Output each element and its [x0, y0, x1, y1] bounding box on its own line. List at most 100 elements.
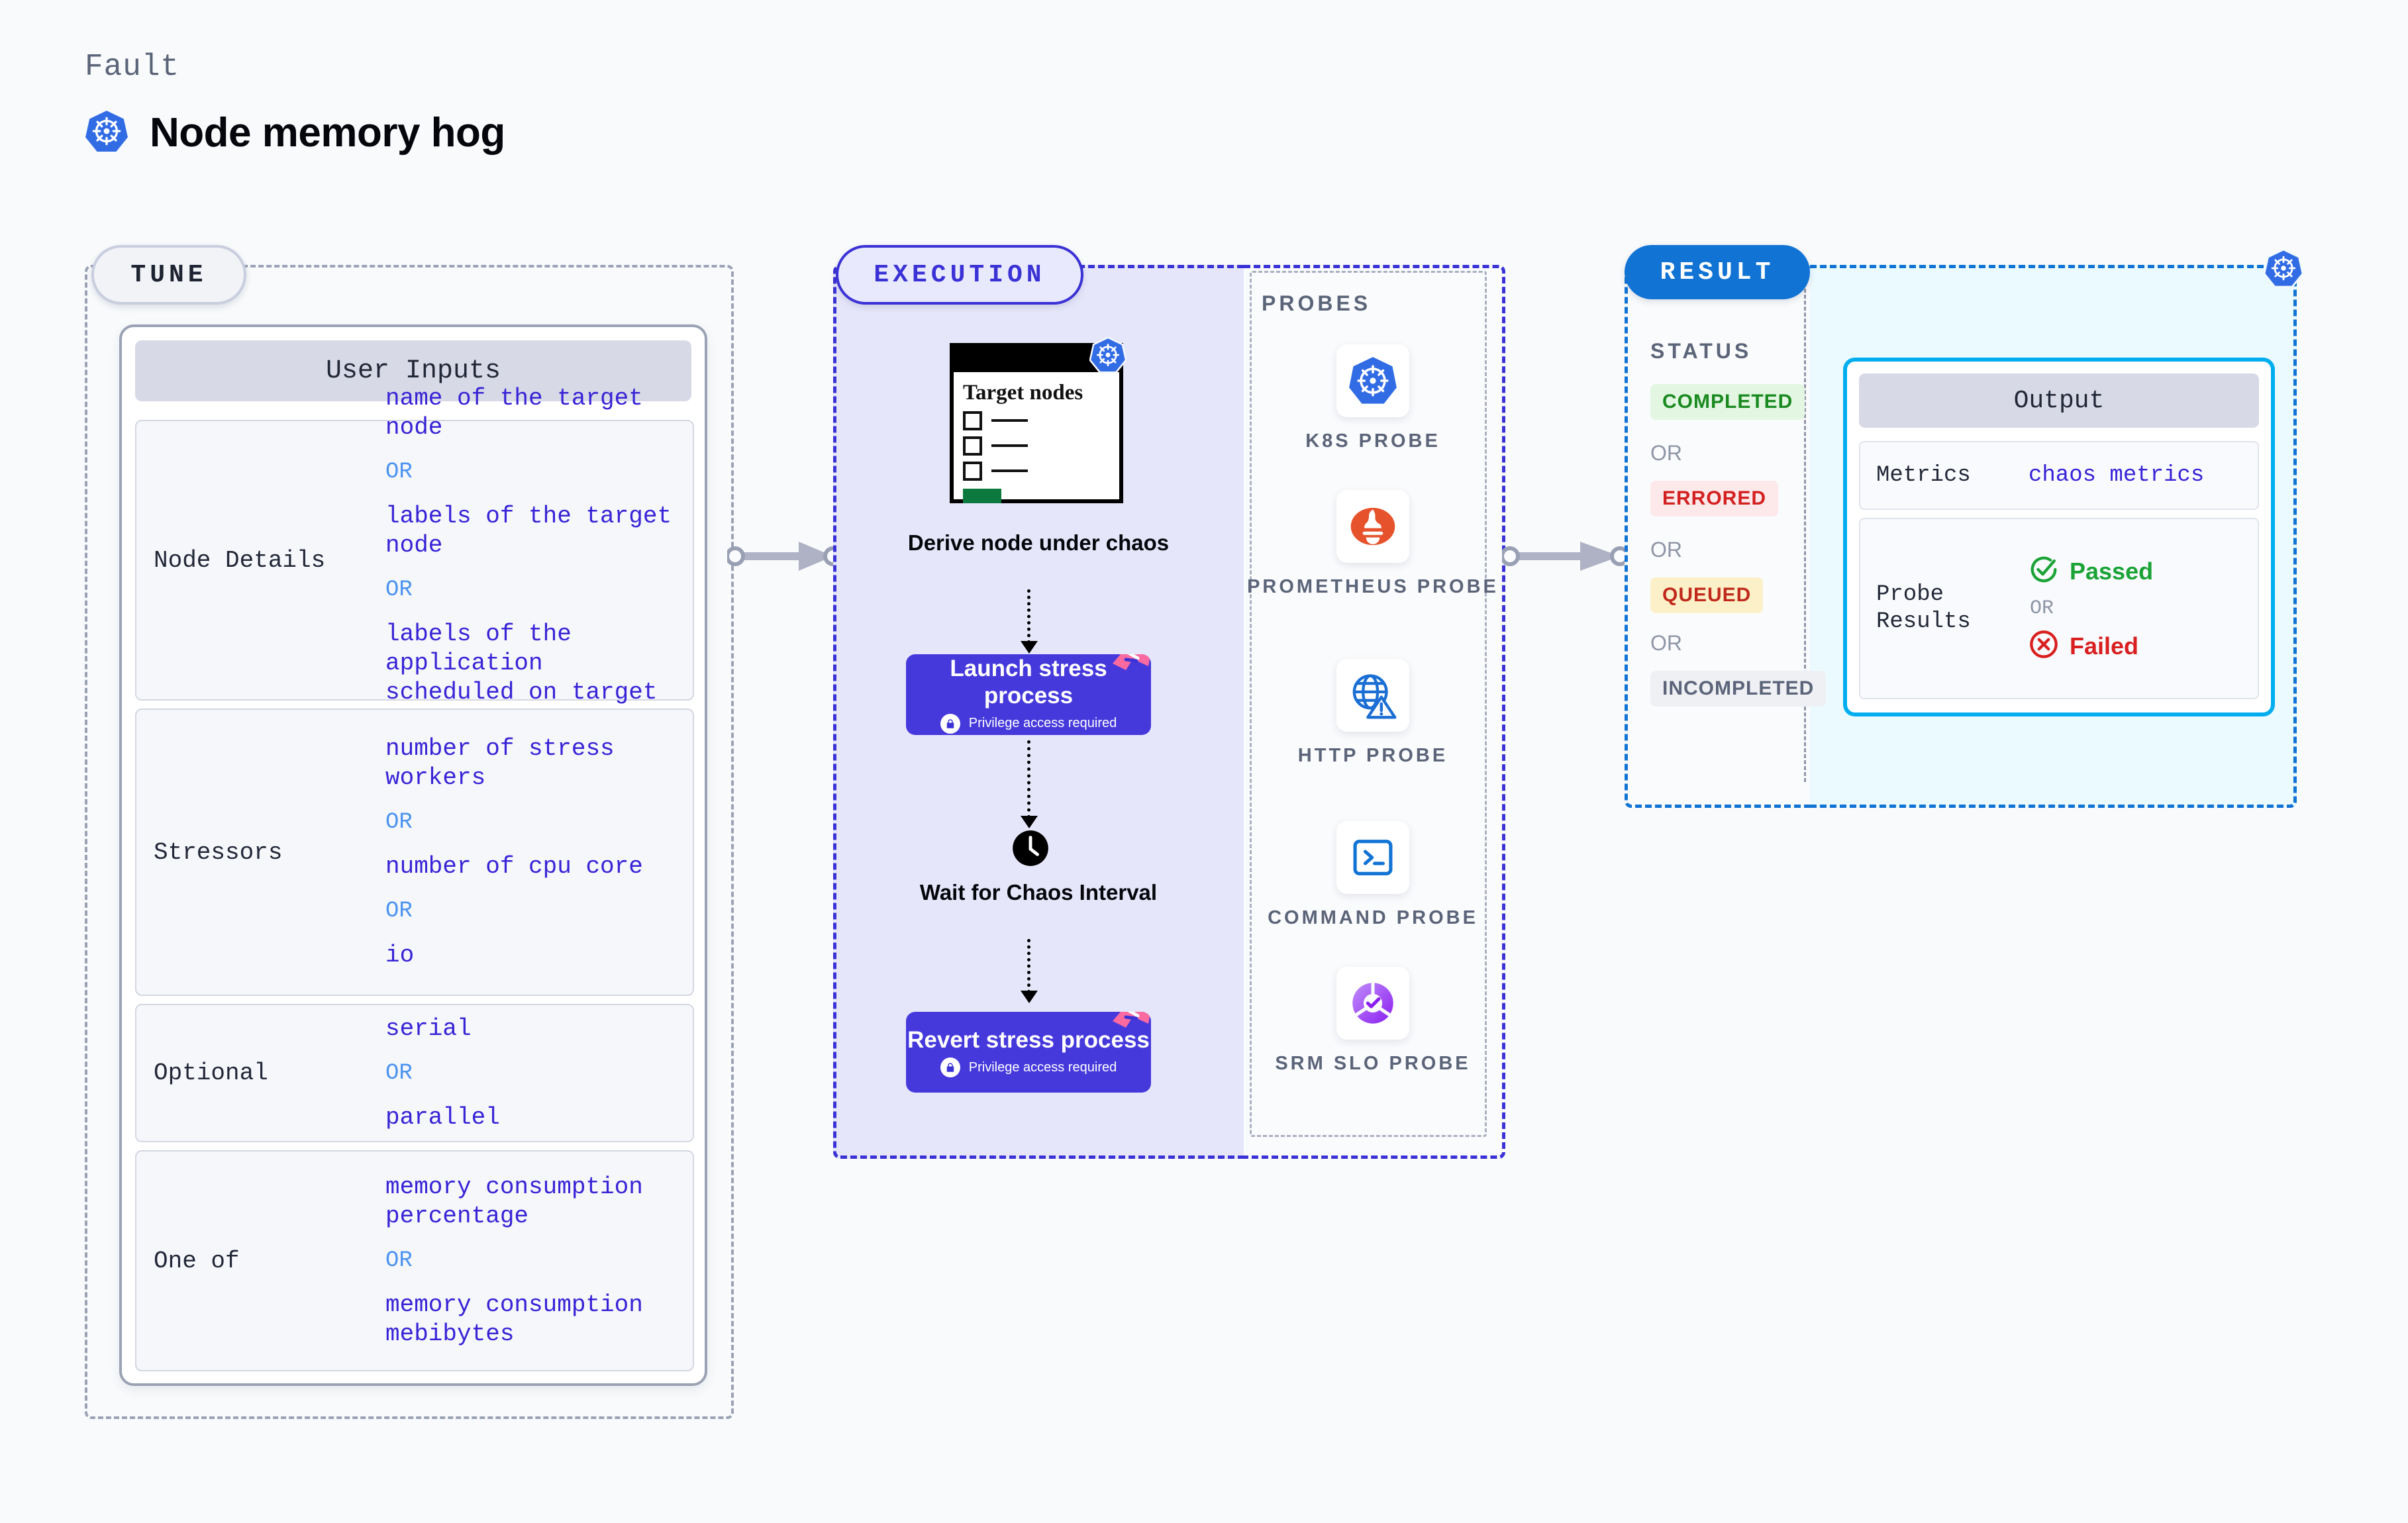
execution-tag: EXECUTION: [836, 245, 1083, 305]
group-values: name of the target node OR labels of the…: [385, 384, 693, 736]
kubernetes-icon: [1336, 344, 1409, 417]
input-group-optional: Optional serial OR parallel: [135, 1004, 694, 1142]
probe-label: SRM SLO PROBE: [1275, 1053, 1471, 1074]
checkbox-row: [963, 411, 1119, 430]
prometheus-icon: [1336, 490, 1409, 563]
launch-stress-process-box[interactable]: Launch stress process Privilege access r…: [906, 654, 1151, 735]
input-value: labels of the target node: [385, 503, 672, 560]
kubernetes-icon: [85, 109, 128, 156]
green-bar: [963, 488, 1001, 503]
or-separator: OR: [385, 810, 413, 835]
privilege-note: Privilege access required: [968, 716, 1117, 731]
probe-item-srm-slo[interactable]: SRM SLO PROBE: [1244, 967, 1502, 1075]
kubernetes-icon: [2263, 248, 2304, 291]
checkbox-icon: [963, 436, 982, 456]
privilege-note: Privilege access required: [968, 1059, 1117, 1075]
input-group-one-of: One of memory consumption percentage OR …: [135, 1150, 694, 1371]
probe-results-values: Passed OR Failed: [2029, 554, 2153, 663]
input-value: serial: [385, 1014, 472, 1042]
probe-result-passed: Passed: [2029, 554, 2153, 588]
passed-label: Passed: [2070, 557, 2154, 585]
checkbox-icon: [963, 461, 982, 481]
lock-icon: [940, 713, 960, 734]
status-badge-completed: COMPLETED: [1650, 384, 1805, 420]
or-separator: OR: [385, 1060, 413, 1086]
metrics-label: Metrics: [1876, 462, 1971, 488]
probe-item-http[interactable]: HTTP PROBE: [1244, 659, 1502, 767]
group-label: Node Details: [154, 546, 326, 574]
checkbox-row: [963, 461, 1119, 481]
input-value: memory consumption percentage: [385, 1173, 643, 1230]
flow-arrow-icon: [1021, 816, 1038, 828]
globe-warning-icon: [1336, 659, 1409, 732]
checkbox-icon: [963, 411, 982, 430]
checkbox-row: [963, 436, 1119, 456]
placeholder-line: [991, 419, 1028, 422]
group-label: One of: [154, 1247, 240, 1275]
revert-stress-process-box[interactable]: Revert stress process Privilege access r…: [906, 1012, 1151, 1093]
group-values: serial OR parallel: [385, 1014, 693, 1132]
fault-title-row: Node memory hog: [85, 109, 505, 156]
flow-line: [1027, 939, 1030, 993]
input-group-stressors: Stressors number of stress workers OR nu…: [135, 709, 694, 996]
or-separator: OR: [385, 460, 413, 485]
metrics-value: chaos metrics: [2029, 463, 2205, 488]
input-value: number of cpu core: [385, 853, 643, 880]
card-body: Target nodes: [954, 372, 1119, 503]
tune-panel: [85, 265, 734, 1419]
srm-slo-icon: [1336, 967, 1409, 1040]
or-separator: OR: [2030, 597, 2054, 620]
wait-interval-caption: Wait for Chaos Interval: [919, 880, 1158, 905]
x-circle-icon: [2029, 629, 2059, 663]
output-title: Output: [1859, 373, 2259, 428]
probe-item-prometheus[interactable]: PROMETHEUS PROBE: [1244, 490, 1502, 599]
probe-label: K8S PROBE: [1305, 430, 1440, 452]
target-nodes-title: Target nodes: [963, 381, 1083, 405]
derive-node-caption: Derive node under chaos: [907, 530, 1170, 555]
probe-item-command[interactable]: COMMAND PROBE: [1244, 821, 1502, 930]
probes-title: PROBES: [1262, 291, 1372, 315]
probe-label: COMMAND PROBE: [1268, 907, 1478, 928]
group-values: memory consumption percentage OR memory …: [385, 1173, 693, 1349]
failed-label: Failed: [2070, 632, 2139, 660]
placeholder-line: [991, 444, 1028, 448]
input-group-node-details: Node Details name of the target node OR …: [135, 385, 694, 735]
probe-label: HTTP PROBE: [1297, 745, 1448, 766]
input-value: parallel: [385, 1103, 500, 1131]
target-nodes-card: Target nodes: [950, 343, 1123, 503]
harness-ribbon-icon: [1113, 1012, 1151, 1028]
flow-arrow-icon: [1021, 641, 1038, 654]
terminal-icon: [1336, 821, 1409, 894]
privilege-note-row: Privilege access required: [940, 713, 1117, 734]
metrics-row: Metrics chaos metrics: [1859, 441, 2259, 510]
input-value: number of stress workers: [385, 735, 615, 792]
result-status-panel: [1625, 265, 1813, 808]
status-badge-errored: ERRORED: [1650, 481, 1779, 516]
connector-execution-to-result: [1502, 542, 1630, 571]
input-value: memory consumption mebibytes: [385, 1291, 643, 1348]
probe-result-failed: Failed: [2029, 629, 2153, 663]
placeholder-line: [991, 469, 1028, 473]
flow-arrow-icon: [1021, 991, 1038, 1003]
status-badge-queued: QUEUED: [1650, 577, 1764, 613]
input-value: name of the target node: [385, 385, 643, 442]
probe-item-k8s[interactable]: K8S PROBE: [1244, 344, 1502, 453]
privilege-note-row: Privilege access required: [940, 1057, 1117, 1078]
group-label: Optional: [154, 1059, 268, 1087]
step-title: Revert stress process: [907, 1026, 1150, 1053]
probe-results-label: Probe Results: [1876, 582, 1971, 634]
user-inputs-title: User Inputs: [135, 340, 691, 401]
output-card: Output Metrics chaos metrics Probe Resul…: [1843, 358, 2275, 716]
result-tag: RESULT: [1625, 245, 1810, 299]
check-circle-icon: [2029, 554, 2059, 588]
user-inputs-card: User Inputs Node Details name of the tar…: [119, 324, 707, 1386]
tune-tag: TUNE: [91, 245, 246, 305]
or-separator: OR: [1650, 441, 1682, 465]
flow-line: [1027, 740, 1030, 818]
lock-icon: [940, 1057, 960, 1078]
step-title: Launch stress process: [950, 656, 1107, 709]
probe-results-row: Probe Results Passed OR: [1859, 518, 2259, 699]
probe-label: PROMETHEUS PROBE: [1247, 576, 1499, 597]
harness-ribbon-icon: [1113, 654, 1151, 670]
clock-icon: [1012, 830, 1049, 870]
